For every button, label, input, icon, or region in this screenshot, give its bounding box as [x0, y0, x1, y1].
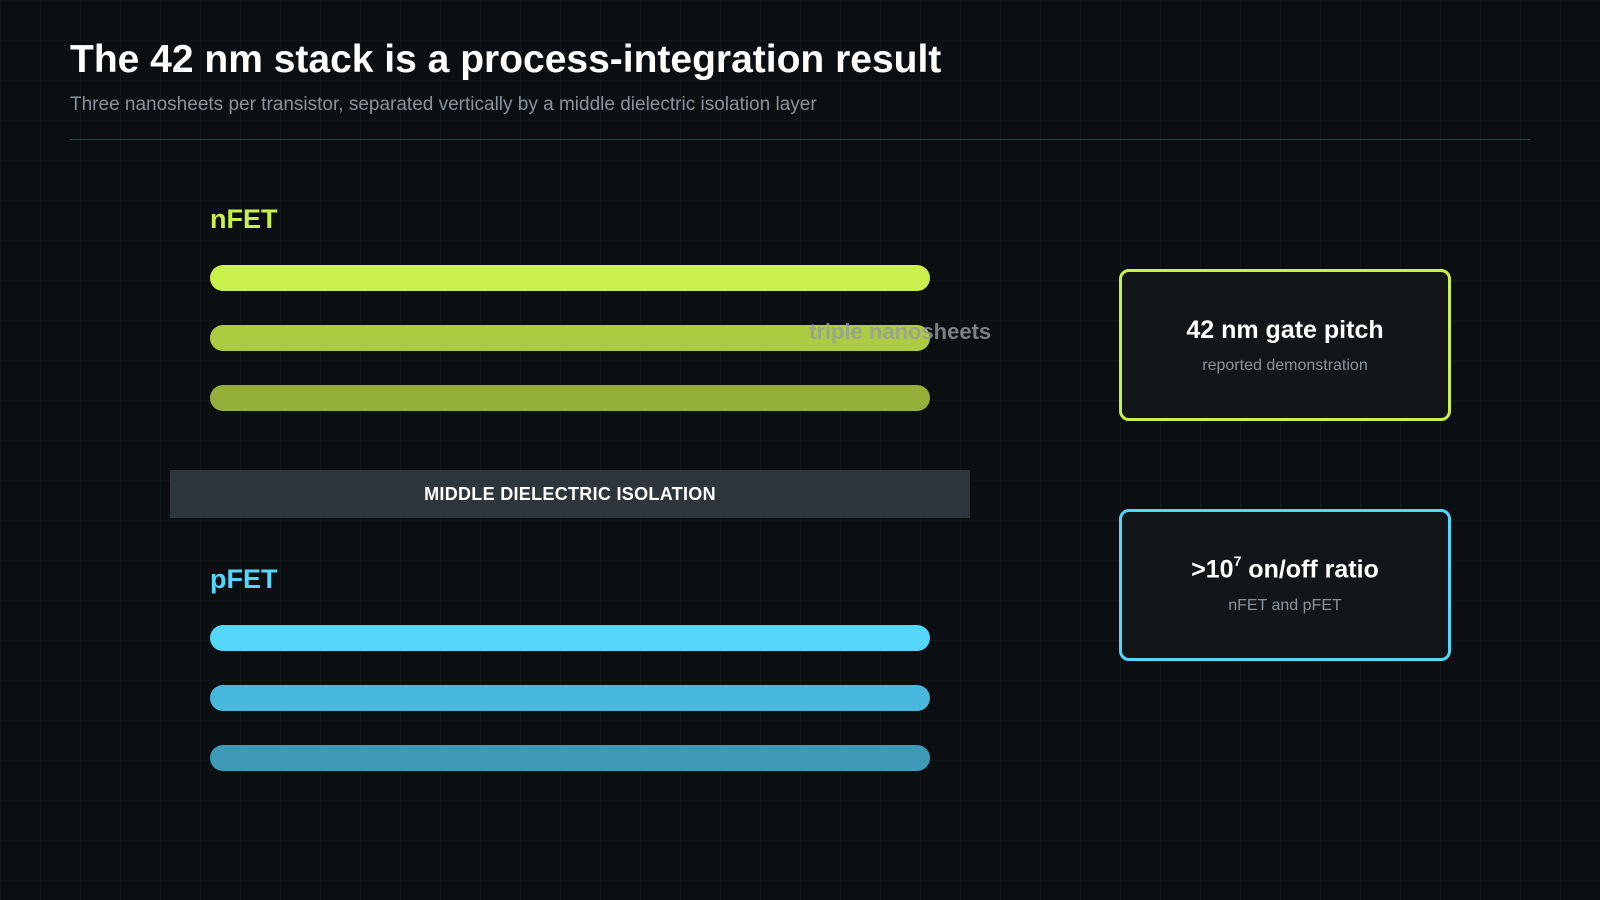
gate-pitch-card: 42 nm gate pitch reported demonstration — [1119, 269, 1451, 421]
nfet-nanosheet-1 — [210, 265, 930, 291]
middle-dielectric-isolation-layer: MIDDLE DIELECTRIC ISOLATION — [170, 470, 970, 518]
ratio-prefix: >10 — [1191, 555, 1234, 584]
pfet-nanosheet-2 — [210, 685, 930, 711]
triple-nanosheets-label: triple nanosheets — [809, 319, 992, 344]
page-title: The 42 nm stack is a process-integration… — [70, 38, 942, 81]
page-subtitle: Three nanosheets per transistor, separat… — [70, 94, 817, 115]
pfet-label: pFET — [210, 564, 278, 594]
gate-pitch-title: 42 nm gate pitch — [1186, 315, 1384, 344]
ratio-suffix: on/off ratio — [1241, 555, 1379, 584]
header-divider — [70, 139, 1530, 140]
pfet-nanosheet-1 — [210, 625, 930, 651]
ratio-exponent: 7 — [1233, 553, 1242, 570]
nfet-nanosheet-2 — [210, 325, 930, 351]
on-off-ratio-subtitle: nFET and pFET — [1228, 596, 1342, 614]
gate-pitch-subtitle: reported demonstration — [1202, 356, 1368, 374]
isolation-label: MIDDLE DIELECTRIC ISOLATION — [424, 483, 716, 504]
nfet-nanosheet-3 — [210, 385, 930, 411]
on-off-ratio-card: >107 on/off ratio nFET and pFET — [1119, 509, 1451, 661]
nfet-label: nFET — [210, 204, 278, 234]
pfet-nanosheet-3 — [210, 745, 930, 771]
on-off-ratio-title: >107 on/off ratio — [1191, 553, 1379, 584]
